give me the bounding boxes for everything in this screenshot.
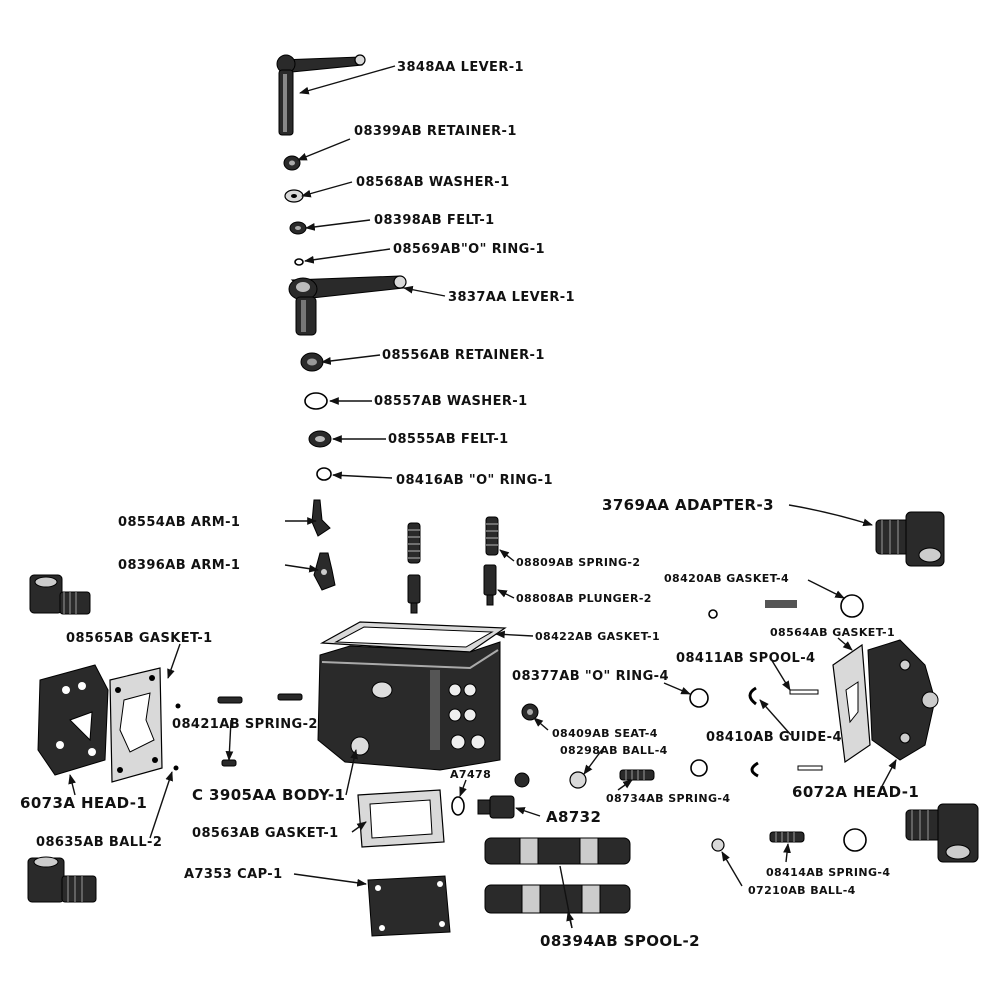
- label-spring-08809: 08809AB SPRING-2: [516, 556, 640, 569]
- label-spring-08421: 08421AB SPRING-2: [172, 717, 318, 732]
- label-head-6072: 6072A HEAD-1: [792, 783, 919, 801]
- label-a7478: A7478: [450, 768, 491, 781]
- ball-08635-parts: [173, 703, 181, 771]
- gasket-08563-part: [357, 789, 445, 848]
- label-guide-08410: 08410AB GUIDE-4: [706, 730, 842, 745]
- label-ball-08635: 08635AB BALL-2: [36, 835, 162, 850]
- part-labels: 3848AA LEVER-1 08399AB RETAINER-1 08568A…: [20, 60, 919, 950]
- gasket-08565-part: [109, 667, 163, 783]
- label-lever-3848: 3848AA LEVER-1: [397, 60, 524, 75]
- cap-a7353-part: [367, 875, 451, 937]
- lever-3848-part: [276, 54, 366, 136]
- label-oring-08569: 08569AB"O" RING-1: [393, 242, 545, 257]
- label-spring-08734: 08734AB SPRING-4: [606, 792, 730, 805]
- label-washer-08557: 08557AB WASHER-1: [374, 394, 528, 409]
- label-spool-08411: 08411AB SPOOL-4: [676, 651, 815, 666]
- retainer-08556-part: [300, 352, 324, 372]
- label-oring-08377: 08377AB "O" RING-4: [512, 669, 669, 684]
- felt-08398-part: [289, 221, 307, 235]
- head-6072-part: [867, 639, 939, 761]
- body-3905-part: [317, 641, 501, 771]
- label-ball-07210: 07210AB BALL-4: [748, 884, 856, 897]
- label-body-3905: C 3905AA BODY-1: [192, 786, 345, 804]
- spool-08411-parts: [789, 689, 823, 771]
- retainer-08399-part: [283, 155, 301, 171]
- label-gasket-08420: 08420AB GASKET-4: [664, 572, 789, 585]
- spring-08809-parts: [407, 516, 499, 564]
- oring-08416-part: [316, 467, 332, 481]
- label-arm-08554: 08554AB ARM-1: [118, 515, 240, 530]
- label-a8732: A8732: [546, 808, 601, 826]
- part-a7478: [451, 796, 465, 816]
- label-retainer-08556: 08556AB RETAINER-1: [382, 348, 545, 363]
- spool-08394-parts: [484, 837, 631, 914]
- label-gasket-08563: 08563AB GASKET-1: [192, 826, 339, 841]
- leader-lines: [68, 65, 897, 929]
- seat-08409-part: [521, 703, 539, 721]
- arm-08554-part: [311, 499, 331, 537]
- washer-08557-part: [304, 392, 328, 410]
- label-seat-08409: 08409AB SEAT-4: [552, 727, 658, 740]
- adapter-3769-top-part: [875, 511, 945, 567]
- label-cap-a7353: A7353 CAP-1: [184, 867, 283, 882]
- ball-08298-parts: [514, 771, 587, 789]
- label-retainer-08399: 08399AB RETAINER-1: [354, 124, 517, 139]
- oring-08377-parts: [689, 688, 709, 777]
- ball-07210-part: [711, 838, 725, 852]
- label-felt-08555: 08555AB FELT-1: [388, 432, 509, 447]
- oring-08569-part: [294, 258, 304, 266]
- adapter-3769-bottom-part: [905, 803, 979, 863]
- spring-08414-part: [769, 831, 805, 843]
- gasket-08422-part: [319, 621, 507, 653]
- label-arm-08396: 08396AB ARM-1: [118, 558, 240, 573]
- arm-08396-part: [313, 552, 336, 591]
- fitting-left-top-part: [29, 574, 91, 615]
- label-plunger-08808: 08808AB PLUNGER-2: [516, 592, 652, 605]
- felt-08555-part: [308, 430, 332, 448]
- lever-3837-part: [288, 275, 407, 336]
- label-spool-08394: 08394AB SPOOL-2: [540, 932, 700, 950]
- label-ball-08298: 08298AB BALL-4: [560, 744, 668, 757]
- label-head-6073: 6073A HEAD-1: [20, 794, 147, 812]
- label-spring-08414: 08414AB SPRING-4: [766, 866, 890, 879]
- label-gasket-08564: 08564AB GASKET-1: [770, 626, 895, 639]
- label-felt-08398: 08398AB FELT-1: [374, 213, 495, 228]
- gasket-08564-part: [832, 643, 871, 764]
- label-washer-08568: 08568AB WASHER-1: [356, 175, 510, 190]
- label-gasket-08422: 08422AB GASKET-1: [535, 630, 660, 643]
- guide-08410-parts: [748, 686, 759, 778]
- gasket-08420-parts: [708, 594, 867, 852]
- plunger-08808-parts: [407, 564, 497, 614]
- fitting-left-bottom-part: [27, 856, 97, 903]
- head-6073-part: [37, 664, 109, 776]
- label-oring-08416: 08416AB "O" RING-1: [396, 473, 553, 488]
- label-adapter-3769: 3769AA ADAPTER-3: [602, 496, 774, 514]
- label-lever-3837: 3837AA LEVER-1: [448, 290, 575, 305]
- spring-08734-part: [619, 769, 655, 781]
- label-gasket-08565: 08565AB GASKET-1: [66, 631, 213, 646]
- part-a8732: [477, 795, 515, 819]
- washer-08568-part: [284, 189, 304, 203]
